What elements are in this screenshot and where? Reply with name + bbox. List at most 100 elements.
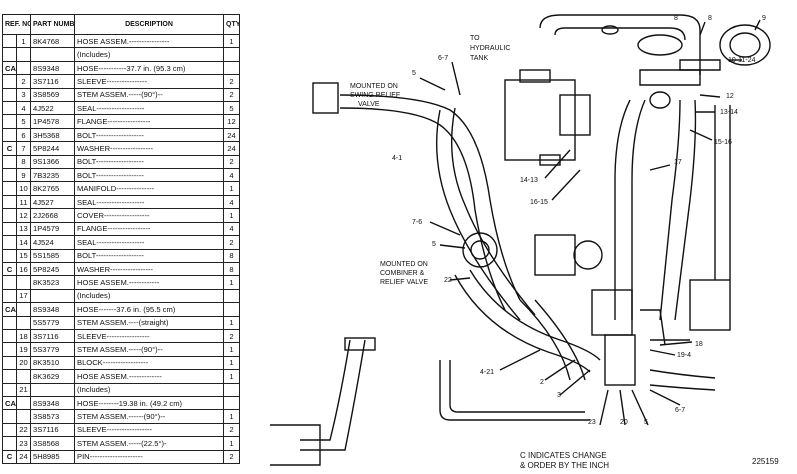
callout-l-5a: 5 [412, 70, 416, 77]
description-cell: BOLT------------------- [74, 248, 224, 263]
swing-relief-fitting [312, 82, 339, 114]
change-code-cell: C [2, 141, 17, 156]
change-code-cell: C [2, 261, 17, 277]
description-cell: SLEEVE---------------- [74, 74, 224, 89]
header-part-number: PART NUMBER [30, 14, 75, 35]
change-code-cell [2, 275, 17, 290]
part-number-cell: 3S8569 [30, 87, 75, 103]
callout-l-10-11-24: 10-11-24 [728, 57, 756, 64]
manifold-flange-right [719, 24, 771, 66]
description-cell: WASHER----------------- [74, 261, 224, 277]
ref-number-cell: 12 [16, 208, 31, 223]
quantity-cell: 1 [223, 33, 240, 49]
ref-number-cell: 21 [16, 382, 31, 397]
part-number-cell: 5S3779 [30, 342, 75, 357]
callout-l-22: 22 [444, 277, 452, 284]
change-code-cell: C [2, 449, 17, 465]
callout-l-20: 20 [620, 419, 628, 426]
callout-l-14-13: 14-13 [520, 177, 538, 184]
description-cell: HOSE--------19.38 in. (49.2 cm) [74, 395, 224, 411]
note-change-line2: & ORDER BY THE INCH [520, 461, 609, 470]
part-number-cell: 3S7116 [30, 328, 75, 344]
description-cell: BOLT------------------- [74, 127, 224, 143]
hose-22 [469, 269, 601, 361]
combiner-valve-right [689, 279, 731, 331]
part-number-cell: 8K4768 [30, 33, 75, 49]
part-number-cell: 3S7116 [30, 74, 75, 89]
change-code-cell [2, 328, 17, 344]
ref-number-cell: 11 [16, 194, 31, 210]
parts-list-table: REF. NO. PART NUMBER DESCRIPTION QTY 1 8K… [2, 14, 240, 465]
ref-number-cell: 3 [16, 87, 31, 103]
combiner-flange [462, 232, 498, 268]
ref-number-cell: 24 [16, 449, 31, 465]
ref-number-cell [16, 369, 31, 384]
table-row: 21 (Includes) [2, 382, 240, 397]
description-cell: (Includes) [74, 382, 224, 397]
callout-l-9: 9 [762, 15, 766, 22]
change-code-cell [2, 127, 17, 143]
quantity-cell [223, 395, 240, 411]
change-code-cell [2, 342, 17, 357]
ref-number-cell: 20 [16, 355, 31, 371]
table-row: 17(Includes) [2, 288, 240, 304]
description-cell: SEAL------------------- [74, 194, 224, 210]
change-code-cell [2, 369, 17, 384]
quantity-cell: 1 [223, 409, 240, 424]
ref-number-cell [16, 47, 31, 62]
part-number-cell: 1P4578 [30, 114, 75, 129]
change-code-cell: CA [2, 395, 17, 411]
ref-number-cell: 9 [16, 168, 31, 183]
callout-l-5b: 5 [432, 241, 436, 248]
part-number-cell: 8K2765 [30, 181, 75, 196]
part-number-cell: 4J527 [30, 194, 75, 210]
change-code-cell [2, 87, 17, 103]
part-number-cell: 3S8573 [30, 409, 75, 424]
table-row: (Includes) [2, 47, 240, 62]
description-cell: MANIFOLD--------------- [74, 181, 224, 196]
change-code-cell [2, 409, 17, 424]
part-number-cell: 8S9348 [30, 395, 75, 411]
quantity-cell: 1 [223, 436, 240, 451]
description-cell: SLEEVE----------------- [74, 328, 224, 344]
quantity-cell [223, 382, 240, 397]
ref-number-cell: 5 [16, 114, 31, 129]
part-number-cell [30, 382, 75, 397]
description-cell: COVER------------------ [74, 208, 224, 223]
top-pipe-line [539, 14, 701, 75]
table-header-row: REF. NO. PART NUMBER DESCRIPTION QTY [2, 14, 240, 35]
quantity-cell [223, 288, 240, 304]
quantity-cell: 1 [223, 342, 240, 357]
quantity-cell: 2 [223, 154, 240, 170]
part-number-cell: 3S8568 [30, 436, 75, 451]
change-code-cell: CA [2, 302, 17, 317]
change-code-cell [2, 181, 17, 196]
change-code-cell [2, 194, 17, 210]
quantity-cell: 4 [223, 194, 240, 210]
ref-number-cell: 17 [16, 288, 31, 304]
callout-l-3: 3 [557, 392, 561, 399]
callout-l-17: 17 [674, 159, 682, 166]
hose-17 [614, 99, 631, 320]
quantity-cell: 12 [223, 114, 240, 129]
change-code-cell [2, 168, 17, 183]
description-cell: HOSE ASSEM.------------ [74, 275, 224, 290]
quantity-cell: 1 [223, 315, 240, 330]
ref-number-cell [16, 275, 31, 290]
change-code-cell [2, 315, 17, 330]
header-ref-no: REF. NO. [2, 14, 31, 35]
part-number-cell: 5S1585 [30, 248, 75, 263]
